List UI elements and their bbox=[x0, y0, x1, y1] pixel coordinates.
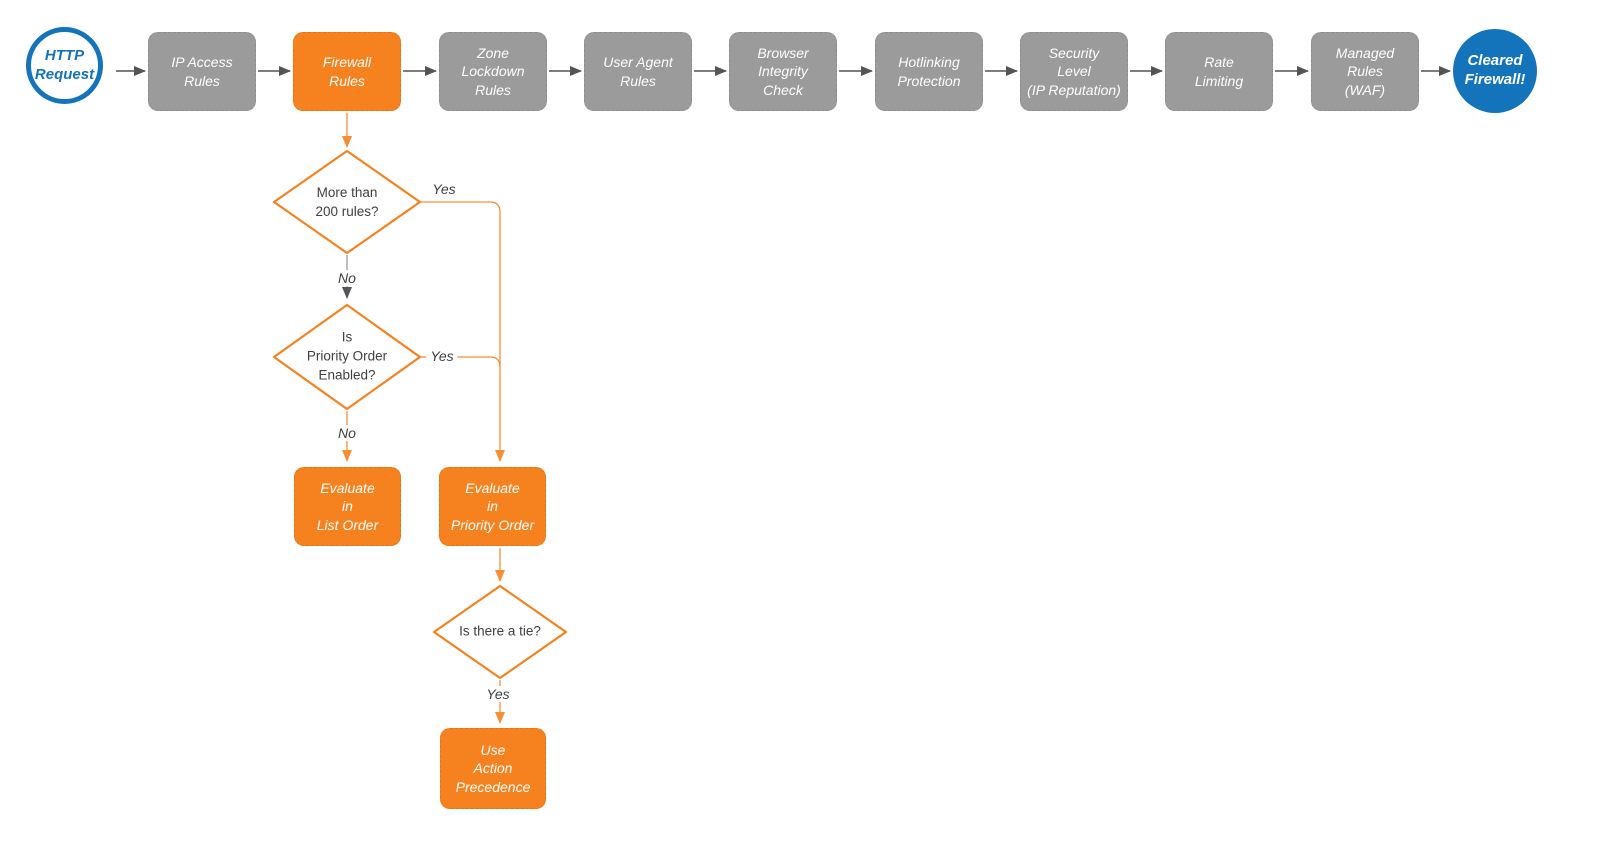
start-node-http-request: HTTP Request bbox=[26, 27, 103, 104]
decision-label-more-than-200-rules: More than 200 rules? bbox=[315, 185, 379, 219]
edge-label-decision1-yes: Yes bbox=[432, 181, 456, 197]
step-browser-integrity-check: Browser Integrity Check bbox=[729, 32, 837, 111]
arrow-decision1-yes-to-priority-order bbox=[421, 201, 505, 462]
decision-diamond-priority-order-enabled bbox=[272, 303, 422, 411]
step-hotlinking-protection: Hotlinking Protection bbox=[875, 32, 983, 111]
decision-diamond-is-there-a-tie bbox=[432, 584, 568, 680]
edge-label-decision1-no: No bbox=[334, 270, 360, 286]
step-ip-access-rules: IP Access Rules bbox=[148, 32, 256, 111]
step-security-level: Security Level (IP Reputation) bbox=[1020, 32, 1128, 111]
step-firewall-rules: Firewall Rules bbox=[293, 32, 401, 111]
step-user-agent-rules: User Agent Rules bbox=[584, 32, 692, 111]
action-use-action-precedence: Use Action Precedence bbox=[440, 728, 546, 809]
step-rate-limiting: Rate Limiting bbox=[1165, 32, 1273, 111]
action-evaluate-in-list-order: Evaluate in List Order bbox=[294, 467, 401, 546]
line-decision2-yes-merge bbox=[421, 356, 501, 368]
action-evaluate-in-priority-order: Evaluate in Priority Order bbox=[439, 467, 546, 546]
decision-label-is-there-a-tie: Is there a tie? bbox=[459, 623, 541, 639]
edge-label-decision2-yes: Yes bbox=[426, 348, 458, 364]
edge-label-decision2-no: No bbox=[334, 425, 360, 441]
step-managed-rules-waf: Managed Rules (WAF) bbox=[1311, 32, 1419, 111]
decision-diamond-more-than-200-rules bbox=[272, 149, 422, 255]
edge-label-decision3-yes: Yes bbox=[482, 686, 514, 702]
step-zone-lockdown-rules: Zone Lockdown Rules bbox=[439, 32, 547, 111]
end-node-cleared-firewall: Cleared Firewall! bbox=[1453, 29, 1537, 113]
decision-label-priority-order-enabled: Is Priority Order Enabled? bbox=[306, 329, 388, 383]
